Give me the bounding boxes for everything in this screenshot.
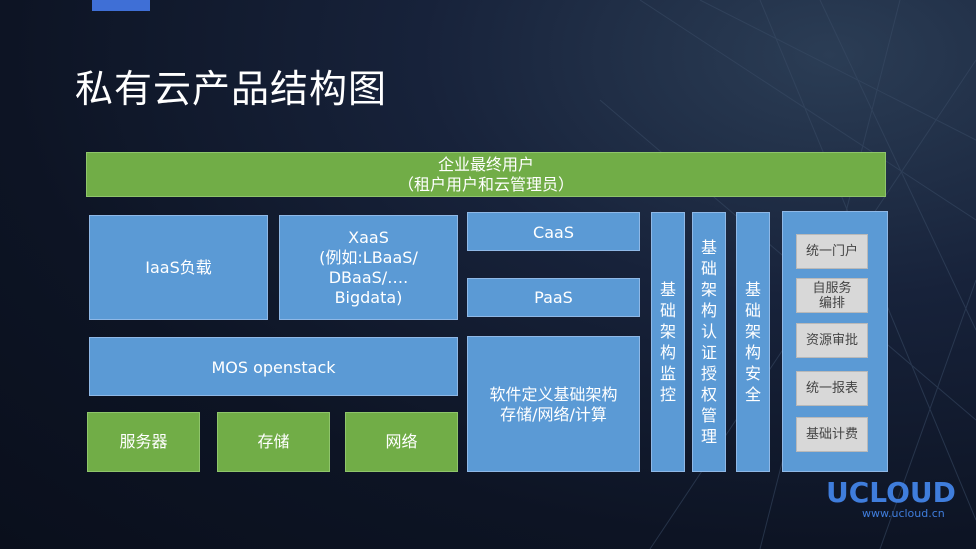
infra-security-column: 基础架构安全 bbox=[736, 212, 770, 472]
infra-monitoring-column: 基础架构监控 bbox=[651, 212, 685, 472]
top-accent-bar bbox=[92, 0, 150, 11]
infra-security-label: 基础架构安全 bbox=[744, 280, 761, 404]
unified-report-box: 统一报表 bbox=[796, 371, 868, 406]
end-users-line2: （租户用户和云管理员） bbox=[397, 174, 574, 194]
resource-approval-box: 资源审批 bbox=[796, 323, 868, 358]
caas-label: CaaS bbox=[533, 223, 574, 242]
iaas-load-box: IaaS负载 bbox=[89, 215, 268, 320]
self-service-orchestration-box: 自服务 编排 bbox=[796, 278, 868, 313]
xaas-label: XaaS (例如:LBaaS/ DBaaS/…. Bigdata) bbox=[319, 227, 418, 307]
software-defined-infra-box: 软件定义基础架构 存储/网络/计算 bbox=[467, 336, 640, 472]
iaas-load-label: IaaS负载 bbox=[145, 257, 212, 277]
server-box: 服务器 bbox=[87, 412, 200, 472]
storage-label: 存储 bbox=[257, 432, 290, 451]
logo-name: UCLOUD bbox=[826, 476, 956, 509]
software-defined-infra-label: 软件定义基础架构 存储/网络/计算 bbox=[489, 385, 618, 424]
caas-box: CaaS bbox=[467, 212, 640, 251]
end-users-bar: 企业最终用户 （租户用户和云管理员） bbox=[86, 152, 886, 197]
network-box: 网络 bbox=[345, 412, 458, 472]
infra-monitoring-label: 基础架构监控 bbox=[659, 280, 676, 404]
paas-label: PaaS bbox=[534, 287, 573, 307]
slide-title: 私有云产品结构图 bbox=[75, 67, 388, 111]
ucloud-logo: UCLOUD www.ucloud.cn bbox=[826, 476, 956, 524]
end-users-line1: 企业最终用户 bbox=[437, 154, 534, 174]
unified-portal-box: 统一门户 bbox=[796, 234, 868, 269]
mos-openstack-box: MOS openstack bbox=[89, 337, 458, 396]
storage-box: 存储 bbox=[217, 412, 330, 472]
basic-billing-box: 基础计费 bbox=[796, 417, 868, 452]
server-label: 服务器 bbox=[119, 432, 168, 451]
network-label: 网络 bbox=[385, 432, 418, 451]
mos-openstack-label: MOS openstack bbox=[211, 358, 336, 377]
logo-url: www.ucloud.cn bbox=[862, 507, 945, 520]
infra-auth-label: 基础架构认证授权管理 bbox=[700, 238, 717, 446]
paas-box: PaaS bbox=[467, 278, 640, 317]
xaas-box: XaaS (例如:LBaaS/ DBaaS/…. Bigdata) bbox=[279, 215, 458, 320]
infra-auth-column: 基础架构认证授权管理 bbox=[692, 212, 726, 472]
